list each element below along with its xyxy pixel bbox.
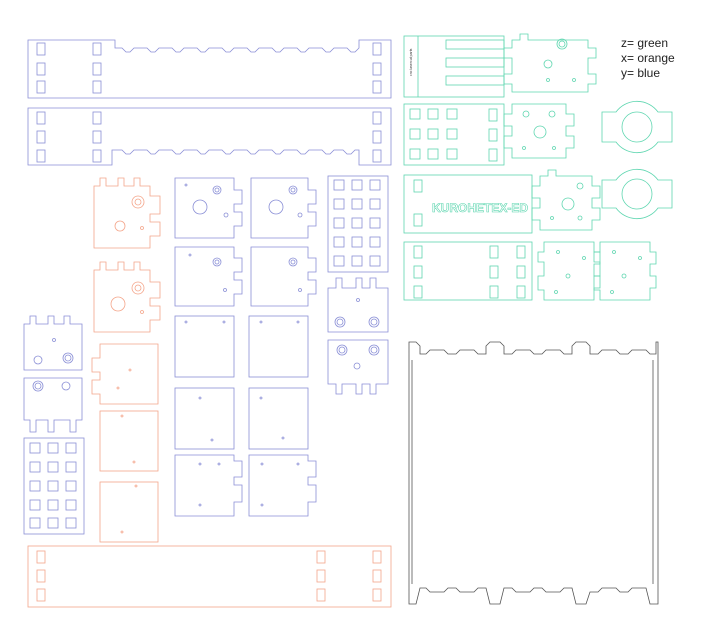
bearing-block-1 (327, 277, 389, 333)
bearing-block-2 (327, 339, 389, 395)
gantry-plate-1 (503, 33, 597, 93)
plain-plate-6 (99, 481, 159, 543)
button-grid-plate-2 (23, 437, 85, 535)
label-plate (403, 35, 505, 98)
side-plate-1 (91, 343, 159, 405)
green-parts (403, 33, 673, 301)
motor-mount-2 (93, 261, 161, 333)
plain-plate-3 (174, 387, 235, 450)
orange-parts (27, 177, 392, 608)
ring-clamp-1 (601, 100, 673, 154)
small-engraving: cnc lasercut parts (409, 48, 413, 76)
small-plate-1 (537, 241, 601, 301)
gantry-plate-2 (503, 103, 575, 159)
motor-plate-1 (174, 177, 243, 239)
plain-plate-4 (248, 387, 309, 450)
plain-plate-1 (174, 315, 235, 378)
bearing-block-4 (23, 377, 83, 433)
button-grid-1 (333, 179, 381, 267)
legend-z: z= green (621, 36, 669, 50)
motor-mount-1 (93, 177, 161, 249)
long-plate-orange (27, 545, 392, 608)
large-frame-plate (408, 341, 659, 605)
bearing-block-3 (23, 315, 83, 371)
button-grid-3 (409, 108, 498, 162)
motor-plate-2 (250, 177, 317, 239)
logo-plate (403, 174, 533, 234)
slot-plate (403, 241, 533, 301)
tab-plate-1 (174, 454, 243, 517)
long-plate-bottom (27, 107, 392, 166)
logo-engraving: KUROHETEX-ED (432, 201, 528, 215)
tab-plate-2 (248, 454, 317, 517)
plain-plate-2 (248, 315, 309, 378)
motor-plate-3 (174, 246, 243, 307)
legend-x: x= orange (621, 51, 675, 65)
legend-y: y= blue (621, 66, 661, 80)
plain-plate-5 (99, 410, 159, 472)
button-grid-plate-1 (327, 175, 389, 273)
ring-clamp-2 (601, 168, 673, 220)
long-plate-top (27, 39, 392, 99)
motor-plate-4 (250, 246, 317, 307)
button-grid-2 (29, 442, 77, 529)
button-grid-plate-3 (403, 103, 505, 166)
axis-color-legend: z= green x= orange y= blue (621, 36, 675, 81)
small-plate-2 (593, 241, 657, 301)
blue-parts (23, 39, 392, 535)
gantry-plate-3 (531, 169, 601, 231)
